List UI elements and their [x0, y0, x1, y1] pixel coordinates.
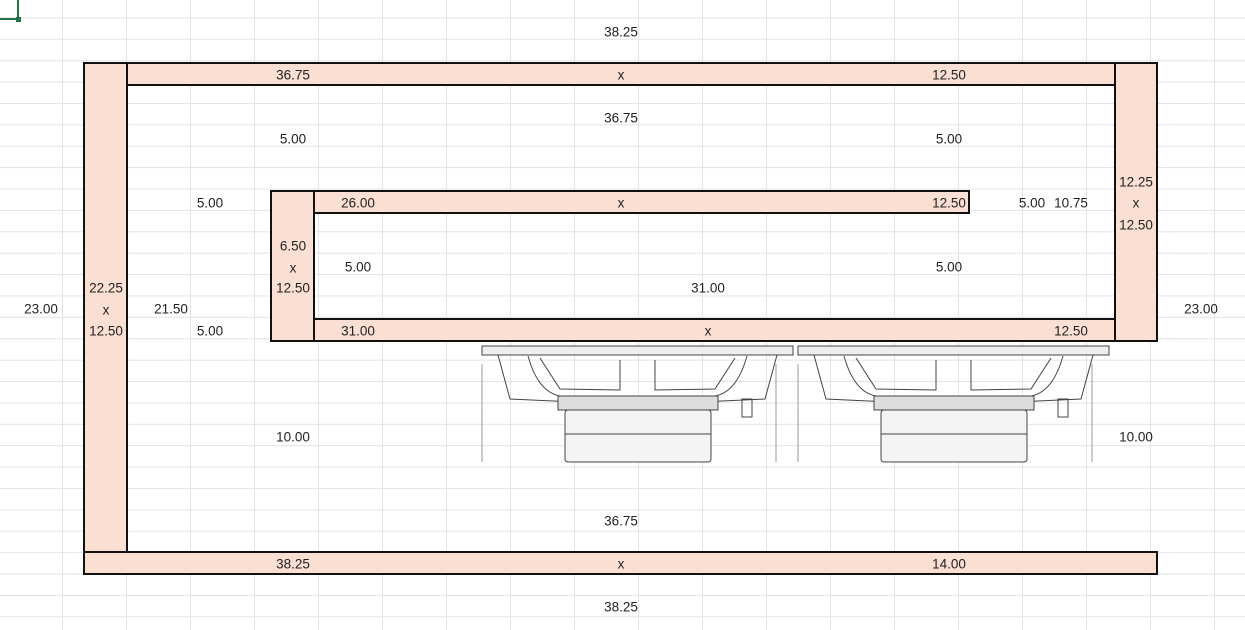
- left-board-width: 12.50: [89, 323, 123, 339]
- left-inner-label: 21.50: [154, 301, 188, 317]
- divider-board-width: 12.50: [276, 280, 310, 296]
- left-board: [83, 62, 128, 553]
- gap-left-lower-label: 5.00: [196, 323, 224, 339]
- gap-left-upper-label: 5.00: [196, 195, 224, 211]
- top-board-width: 12.50: [932, 67, 966, 83]
- subwoofer-image-left: [481, 345, 794, 463]
- top-inner-label: 36.75: [604, 110, 638, 126]
- lower-left-height-label: 10.00: [276, 429, 310, 445]
- right-board-length: 12.25: [1119, 174, 1153, 190]
- inner-bottom-board-x: x: [704, 323, 712, 339]
- inner-bottom-board-width: 12.50: [1054, 323, 1088, 339]
- bottom-board-length: 38.25: [276, 556, 310, 572]
- top-total-label: 38.25: [604, 24, 638, 40]
- top-board-length: 36.75: [276, 67, 310, 83]
- inner-top-board: [313, 190, 970, 214]
- inner-gap-left-label: 5.00: [344, 259, 372, 275]
- inner-span-label: 31.00: [691, 280, 725, 296]
- gap-top-right-label: 5.00: [935, 131, 963, 147]
- right-gap-b-label: 10.75: [1054, 195, 1088, 211]
- right-board-x: x: [1132, 195, 1140, 211]
- divider-board: [270, 190, 315, 342]
- right-board: [1114, 62, 1158, 342]
- bottom-total-label: 38.25: [604, 599, 638, 615]
- right-board-width: 12.50: [1119, 217, 1153, 233]
- bottom-board-width: 14.00: [932, 556, 966, 572]
- gap-top-left-label: 5.00: [279, 131, 307, 147]
- bottom-inner-label: 36.75: [604, 513, 638, 529]
- left-board-x: x: [102, 302, 110, 318]
- inner-gap-right-label: 5.00: [935, 259, 963, 275]
- inner-top-board-length: 26.00: [341, 195, 375, 211]
- lower-right-height-label: 10.00: [1119, 429, 1153, 445]
- cell-selection-cursor[interactable]: [0, 0, 19, 20]
- inner-top-board-width: 12.50: [932, 195, 966, 211]
- top-board-x: x: [617, 67, 625, 83]
- right-gap-a-label: 5.00: [1018, 195, 1046, 211]
- right-height-label: 23.00: [1184, 301, 1218, 317]
- divider-board-x: x: [289, 260, 297, 276]
- bottom-board-x: x: [617, 556, 625, 572]
- inner-bottom-board: [313, 318, 1116, 342]
- inner-top-board-x: x: [617, 195, 625, 211]
- inner-bottom-board-length: 31.00: [341, 323, 375, 339]
- left-board-length: 22.25: [89, 280, 123, 296]
- subwoofer-image-right: [797, 345, 1110, 463]
- bottom-board: [83, 551, 1158, 575]
- divider-board-length: 6.50: [279, 238, 307, 254]
- fill-handle[interactable]: [16, 17, 21, 22]
- top-board: [126, 62, 1116, 86]
- left-height-label: 23.00: [24, 301, 58, 317]
